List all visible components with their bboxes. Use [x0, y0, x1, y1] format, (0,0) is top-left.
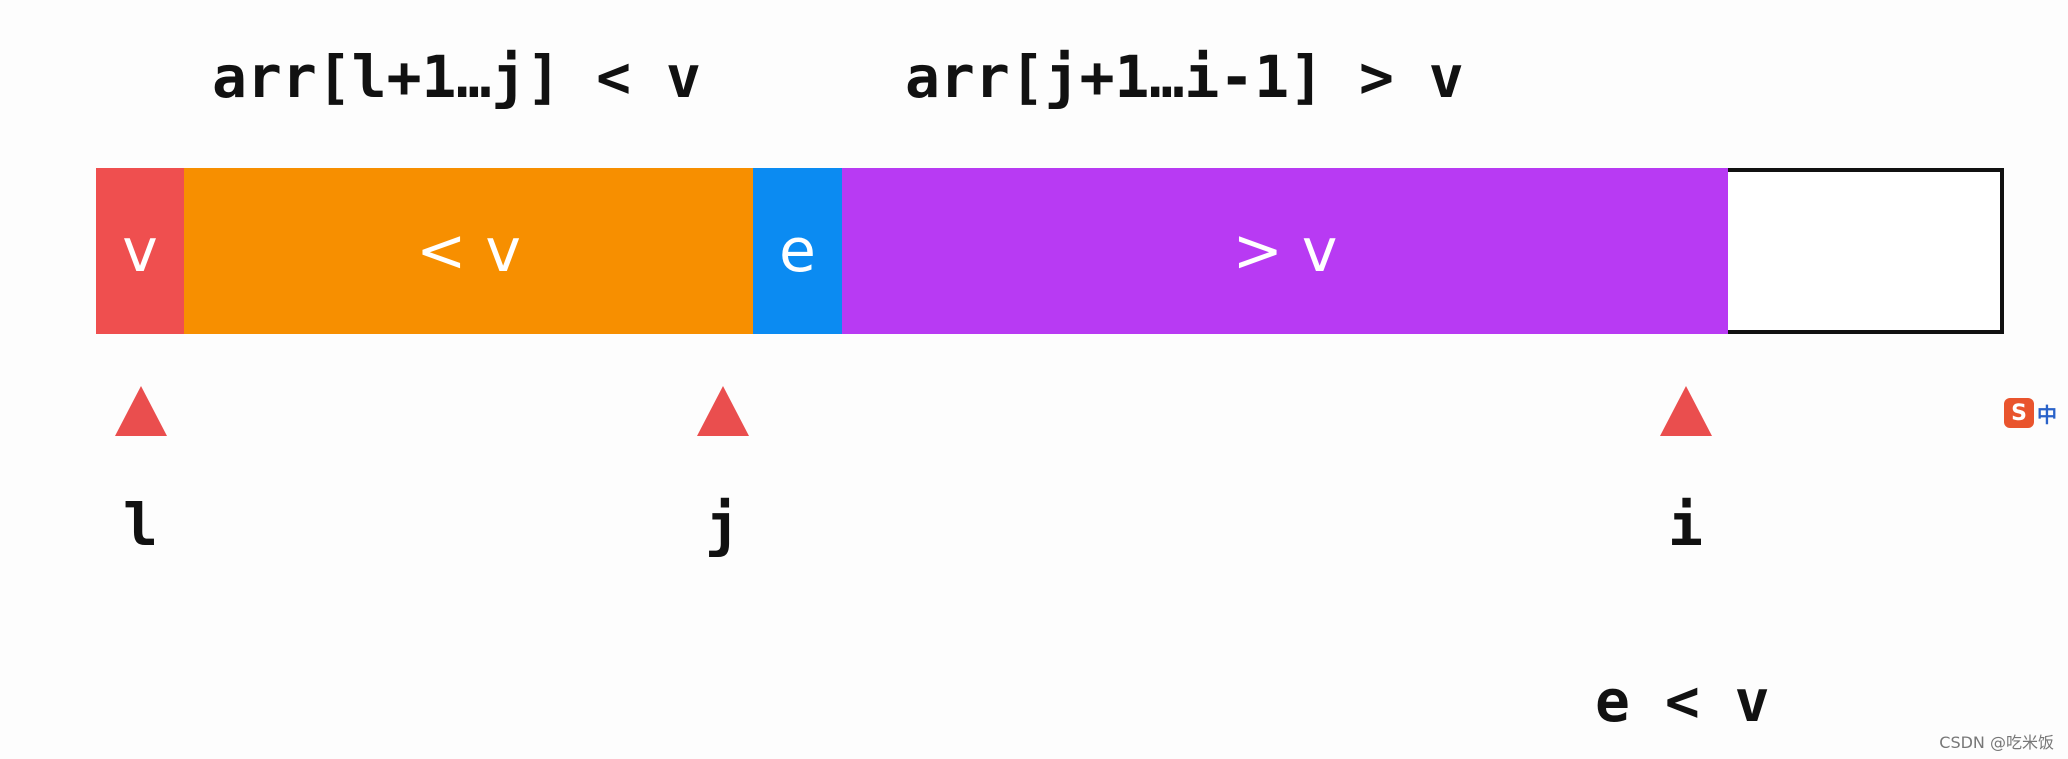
segment-greater-than-v: > v [842, 168, 1728, 334]
index-j: j [705, 491, 740, 559]
sogou-s-icon: S [2004, 398, 2034, 428]
segment-unprocessed [1728, 168, 2004, 334]
label-right-range: arr[j+1…i-1] > v [905, 43, 1464, 111]
pointer-l-icon [115, 386, 167, 436]
index-l: l [123, 491, 158, 559]
array-bar: v < v e > v [96, 168, 2004, 334]
segment-less-than-v: < v [184, 168, 753, 334]
segment-e: e [753, 168, 842, 334]
ime-indicator[interactable]: S 中 [2004, 398, 2057, 428]
label-left-range: arr[l+1…j] < v [212, 43, 701, 111]
ime-chinese-mode: 中 [2037, 402, 2057, 427]
condition-label: e < v [1595, 667, 1770, 735]
index-i: i [1668, 491, 1703, 559]
segment-v: v [96, 168, 184, 334]
pointer-j-icon [697, 386, 749, 436]
pointer-i-icon [1660, 386, 1712, 436]
watermark: CSDN @吃米饭 [1939, 733, 2054, 752]
